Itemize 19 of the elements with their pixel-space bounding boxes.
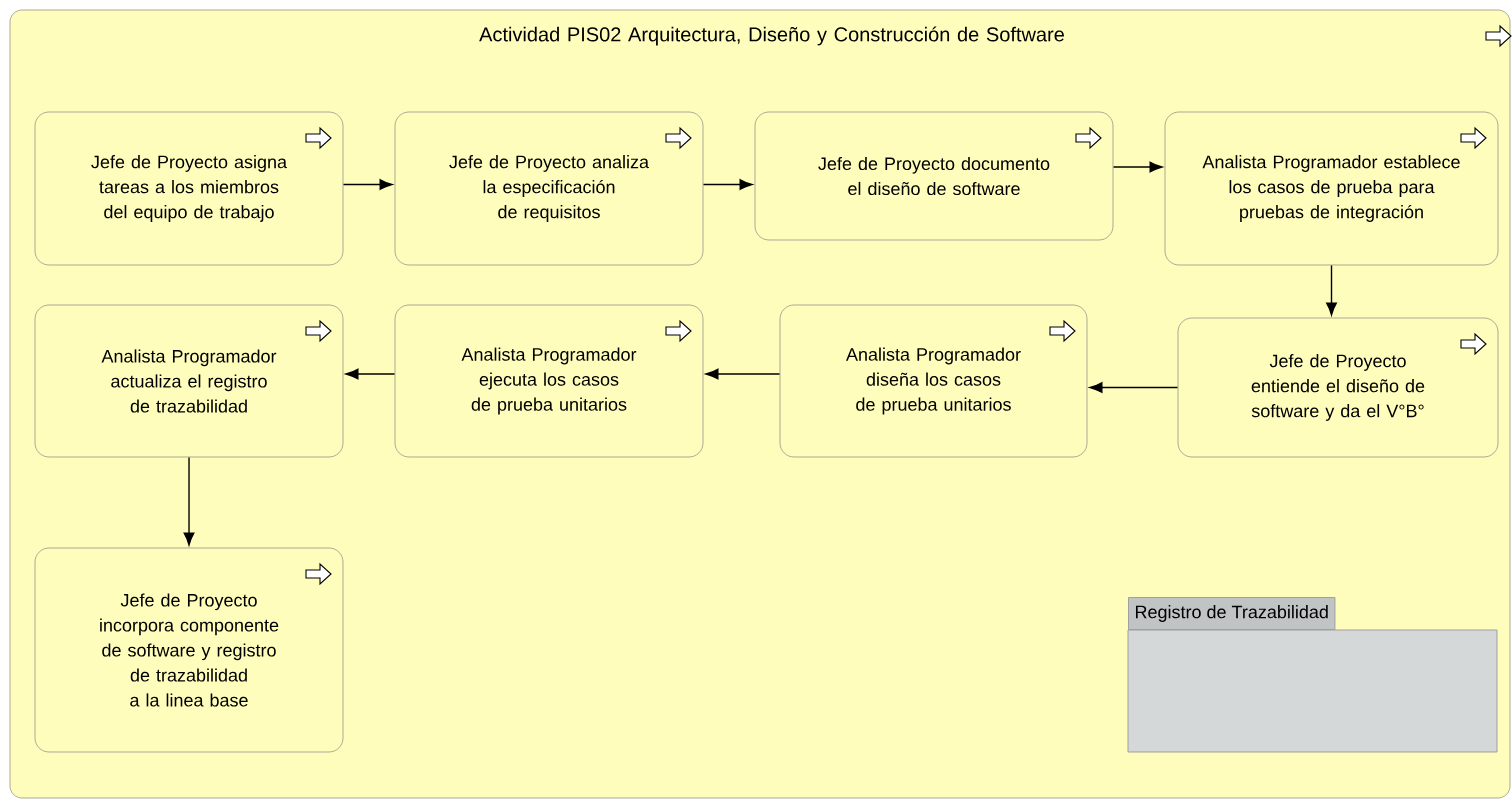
- arrow: [345, 368, 396, 380]
- arrow: [705, 368, 781, 380]
- task-box: Jefe de Proyecto documento el diseño de software: [754, 111, 1114, 241]
- task-box: Analista Programador diseña los casos de prueba unitarios: [779, 304, 1088, 458]
- arrow: [1089, 382, 1179, 393]
- task-box: Analista Programador actualiza el registro de trazabilidad: [34, 304, 344, 458]
- arrow: [1112, 161, 1163, 173]
- arrow: [1326, 264, 1337, 316]
- task-box: Jefe de Proyecto entiende el diseño de software y da el V°B°: [1177, 317, 1499, 458]
- task-box: Analista Programador establece los casos de prueba para pruebas de integración: [1164, 111, 1499, 266]
- task-box: Analista Programador ejecuta los casos de prueba unitarios: [394, 304, 704, 458]
- arrow: [183, 456, 195, 546]
- arrow: [702, 179, 753, 190]
- task-box: Jefe de Proyecto analiza la especificación de requisitos: [394, 111, 704, 266]
- task-box: Jefe de Proyecto asigna tareas a los miembros del equipo de trabajo: [34, 111, 344, 266]
- node-label: Registro de Trazabilidad: [1135, 605, 1328, 622]
- folder-box: Registro de Trazabilidad: [1127, 597, 1498, 753]
- arrow: [342, 179, 393, 190]
- task-box: Jefe de Proyecto incorpora componente de software y registro de trazabilidad a la linea base: [34, 547, 344, 753]
